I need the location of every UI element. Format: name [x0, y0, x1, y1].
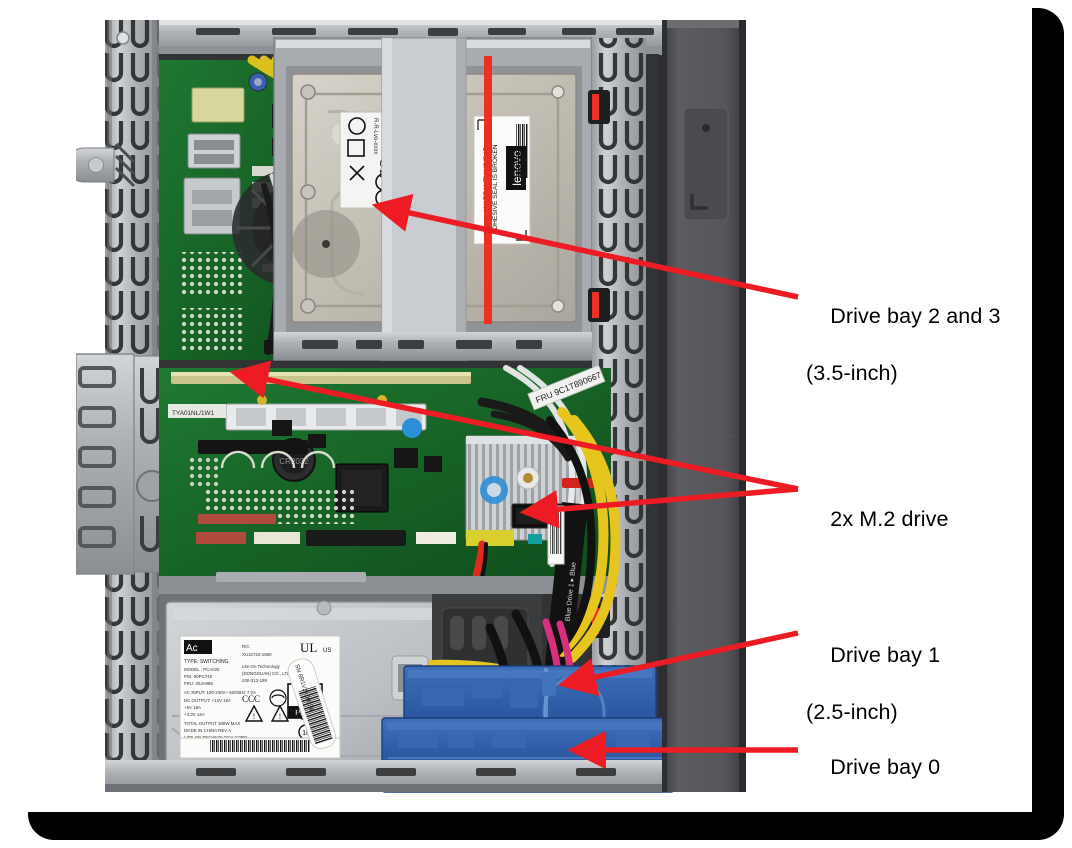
callout-m2-drive-line1: 2x M.2 drive — [830, 507, 949, 532]
svg-text:!: ! — [279, 712, 282, 721]
callout-m2-drive: 2x M.2 drive — [806, 477, 949, 562]
callout-drive-bay-2-3: Drive bay 2 and 3 (3.5-inch) — [806, 274, 1001, 444]
svg-text:CCC: CCC — [242, 694, 260, 704]
callout-drive-bay-1-line2: (2.5-inch) — [806, 700, 898, 725]
svg-text:FRU: 00JA998: FRU: 00JA998 — [184, 681, 213, 686]
svg-text:Lite-On Technology: Lite-On Technology — [242, 664, 281, 669]
svg-text:P/N: 00PC746: P/N: 00PC746 — [184, 674, 213, 679]
svg-text:AC INPUT: 100-240V~ 50/60Hz 7: AC INPUT: 100-240V~ 50/60Hz 7.0A — [184, 690, 256, 695]
svg-text:MODEL : PCA020: MODEL : PCA020 — [184, 667, 220, 672]
svg-text:Ac: Ac — [186, 643, 198, 654]
svg-text:+5V 18A: +5V 18A — [184, 705, 201, 710]
callout-drive-bay-1: Drive bay 1 (2.5-inch) — [806, 613, 940, 783]
svg-text:MADE IN CHINA REV A: MADE IN CHINA REV A — [184, 728, 231, 733]
svg-text:TYA01NL/1W1: TYA01NL/1W1 — [172, 410, 215, 417]
svg-text:R/C: R/C — [242, 644, 250, 649]
callout-drive-bay-0: Drive bay 0 (3.5-inch) — [806, 725, 940, 848]
computer-interior-photo: 0570 R-R-Lvo-xxxx UL Lenovo WARRANTY VOI — [76, 16, 766, 798]
callout-drive-bay-0-line1: Drive bay 0 — [830, 755, 941, 780]
svg-text:R-R-Lvo-xxxx: R-R-Lvo-xxxx — [372, 118, 378, 154]
svg-text:TOTAL OUTPUT 180W MAX: TOTAL OUTPUT 180W MAX — [184, 721, 240, 726]
svg-text:TYPE: SWITCHING: TYPE: SWITCHING — [184, 659, 229, 665]
svg-text:(DONGGUAN) CO., LTD: (DONGGUAN) CO., LTD — [242, 671, 290, 676]
svg-text:ADHESIVE SEAL IS BROKEN: ADHESIVE SEAL IS BROKEN — [492, 144, 499, 234]
callout-drive-bay-1-line1: Drive bay 1 — [830, 643, 941, 668]
callout-drive-bay-2-3-line2: (3.5-inch) — [806, 361, 898, 386]
svg-text:200-313-189: 200-313-189 — [242, 678, 267, 683]
svg-text:DC OUTPUT: +12V 16A: DC OUTPUT: +12V 16A — [184, 698, 231, 703]
callout-drive-bay-0-line2: (3.5-inch) — [827, 812, 919, 837]
svg-text:UL: UL — [300, 640, 317, 655]
callout-drive-bay-2-3-line1: Drive bay 2 and 3 — [830, 304, 1001, 329]
svg-text:XU10722-1690: XU10722-1690 — [242, 652, 272, 657]
svg-text:!: ! — [253, 712, 256, 721]
svg-text:+3.3V 14A: +3.3V 14A — [184, 712, 205, 717]
svg-text:4XB0K12351: 4XB0K12351 — [522, 156, 528, 188]
svg-text:US: US — [323, 648, 331, 654]
svg-text:10: 10 — [302, 730, 310, 737]
